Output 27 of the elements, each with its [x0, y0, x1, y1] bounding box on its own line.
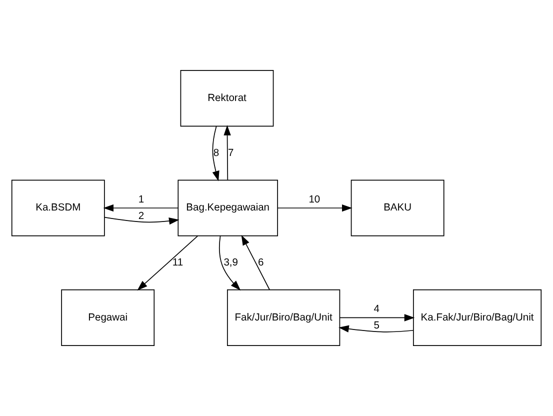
node-box: Ka.BSDM	[11, 180, 105, 236]
node-box: Ka.Fak/Jur/Biro/Bag/Unit	[413, 289, 542, 346]
edge-label: 2	[138, 210, 144, 222]
edge-label: 4	[374, 304, 380, 316]
arrow	[339, 314, 415, 322]
edge-label: 10	[308, 194, 320, 206]
edge-label: 5	[374, 320, 380, 332]
arrow	[338, 325, 414, 332]
node-box: BAKU	[350, 180, 444, 236]
arrow	[103, 204, 178, 212]
edge-label: 7	[228, 148, 234, 159]
node-box: Fak/Jur/Biro/Bag/Unit	[227, 289, 340, 346]
node-box: Pegawai	[61, 289, 155, 346]
arrow	[277, 204, 352, 212]
edge-label: 1	[138, 194, 144, 206]
arrow	[241, 234, 270, 290]
edge-label: 3,9	[224, 258, 238, 269]
node-box: Bag.Kepegawaian	[178, 180, 278, 236]
edge-label: 8	[213, 148, 220, 159]
arrow	[224, 125, 231, 180]
arrow	[137, 236, 198, 290]
arrow	[212, 126, 220, 182]
edge-label: 11	[172, 258, 184, 269]
edge-label: 6	[258, 258, 264, 269]
arrow	[104, 216, 180, 225]
node-box: Rektorat	[180, 70, 274, 127]
arrow	[218, 236, 241, 291]
